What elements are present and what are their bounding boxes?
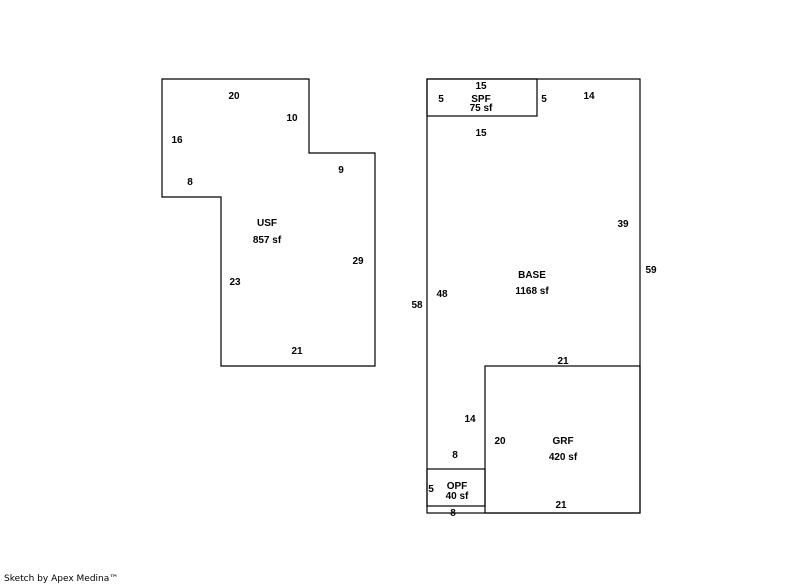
opf-dim-bottom: 8	[450, 508, 456, 519]
opf-dim-upper-side: 14	[464, 414, 476, 425]
usf-area: 857 sf	[253, 235, 282, 246]
base-name: BASE	[518, 270, 546, 281]
base-dim-top-right: 14	[583, 91, 595, 102]
usf-dim-notch-horizontal: 9	[338, 165, 344, 176]
base-dim-right-inner: 39	[617, 219, 629, 230]
base-dim-right-outer: 59	[645, 265, 657, 276]
usf-dim-inner-left: 23	[229, 277, 241, 288]
spf-dim-top: 15	[475, 81, 487, 92]
usf-dim-right: 29	[352, 256, 364, 267]
usf-outline	[161, 78, 376, 367]
base-dim-left-inner: 48	[436, 289, 448, 300]
usf-dim-step: 8	[187, 177, 193, 188]
usf-dim-notch-vertical: 10	[286, 113, 298, 124]
spf-name: SPF	[471, 94, 490, 105]
usf-dim-bottom: 21	[291, 346, 303, 357]
opf-area: 40 sf	[446, 491, 469, 502]
opf-name: OPF	[447, 481, 468, 492]
usf-dim-left: 16	[171, 135, 183, 146]
opf-dim-top: 8	[452, 450, 458, 461]
grf-outline	[484, 365, 641, 514]
opf-outline	[426, 468, 486, 507]
grf-name: GRF	[552, 436, 573, 447]
spf-dim-bottom: 15	[475, 128, 487, 139]
grf-dim-left: 20	[494, 436, 506, 447]
usf-name: USF	[257, 218, 277, 229]
grf-dim-top: 21	[557, 356, 569, 367]
base-dim-left-outer: 58	[411, 300, 423, 311]
opf-dim-left: 5	[428, 484, 434, 495]
spf-dim-right: 5	[541, 94, 547, 105]
grf-dim-bottom: 21	[555, 500, 567, 511]
sketch-credit: Sketch by Apex Medina™	[4, 574, 119, 584]
spf-dim-left: 5	[438, 94, 444, 105]
spf-outline	[426, 78, 538, 117]
grf-area: 420 sf	[549, 452, 578, 463]
usf-dim-top: 20	[228, 91, 240, 102]
spf-area: 75 sf	[470, 103, 493, 114]
base-area: 1168 sf	[515, 286, 549, 297]
